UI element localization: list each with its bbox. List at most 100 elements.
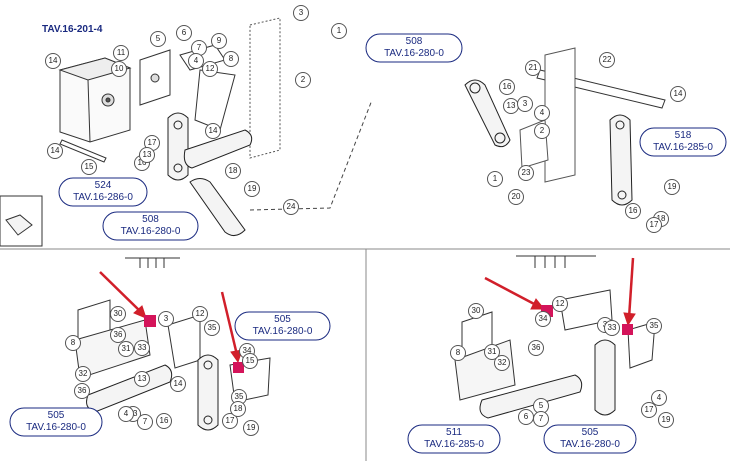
callout-bubble: 18	[230, 401, 246, 417]
arrow-br-1	[484, 276, 546, 310]
assy-511-code: TAV.16-285-0	[424, 439, 484, 450]
callout-bubble: 8	[223, 51, 239, 67]
assy-518-num: 518	[674, 130, 692, 141]
bracket-assembly-left	[74, 319, 151, 379]
callout-bubble: 31	[118, 341, 134, 357]
callout-bubble: 19	[664, 179, 680, 195]
assy-524-code: TAV.16-286-0	[73, 192, 133, 203]
highlight-br-2	[622, 324, 633, 335]
callout-bubble: 4	[118, 406, 134, 422]
assy-508-right-code: TAV.16-280-0	[384, 48, 444, 59]
callout-bubble: 30	[468, 303, 484, 319]
callout-bubble: 3	[517, 96, 533, 112]
highlight-bl-2	[233, 362, 244, 373]
frame-column	[249, 17, 281, 159]
callout-bubble: 11	[113, 45, 129, 61]
assy-505-top-num: 505	[274, 314, 291, 325]
callout-bubble: 30	[110, 306, 126, 322]
callout-bubble: 22	[599, 52, 615, 68]
assy-505-bottom-num: 505	[47, 410, 65, 421]
callout-bubble: 33	[604, 320, 620, 336]
callout-bubble: 32	[75, 366, 91, 382]
callout-bubble: 20	[508, 189, 524, 205]
assy-505-right-num: 505	[581, 427, 599, 438]
inset-box	[0, 195, 43, 247]
arrow-bl-1	[99, 271, 147, 319]
callout-bubble: 17	[222, 413, 238, 429]
chain-arm-508-left	[183, 129, 253, 236]
callout-bubble: 12	[552, 296, 568, 312]
assy-505-top-code: TAV.16-280-0	[252, 326, 313, 337]
callout-bubble: 34	[535, 311, 551, 327]
callout-bubble: 32	[494, 355, 510, 371]
shaft-15	[59, 139, 107, 163]
callout-bubble: 24	[283, 199, 299, 215]
callout-bubble: 12	[202, 61, 218, 77]
assy-518-code: TAV.16-285-0	[653, 142, 713, 153]
assembly-pills	[9, 33, 727, 454]
assy-508-left-num: 508	[142, 214, 159, 225]
callout-bubble: 14	[47, 143, 63, 159]
arrow-br-2	[623, 257, 636, 327]
callout-bubble: 13	[139, 147, 155, 163]
callout-bubble: 17	[646, 217, 662, 233]
callout-bubble: 6	[176, 25, 192, 41]
callout-bubble: 36	[74, 383, 90, 399]
callout-bubble: 18	[225, 163, 241, 179]
callout-bubble: 17	[641, 402, 657, 418]
assy-505-right-code: TAV.16-280-0	[560, 439, 620, 450]
callout-bubble: 3	[158, 311, 174, 327]
chain-arm-505-right	[594, 339, 616, 416]
callout-bubble: 8	[450, 345, 466, 361]
callout-bubble: 9	[211, 33, 227, 49]
callout-bubble: 10	[111, 61, 127, 77]
callout-bubble: 14	[670, 86, 686, 102]
callout-bubble: 8	[65, 335, 81, 351]
callout-bubble: 35	[646, 318, 662, 334]
chain-arm-511	[479, 374, 583, 419]
assy-511-num: 511	[446, 427, 462, 438]
highlight-markers	[144, 305, 633, 373]
callout-bubble: 36	[110, 327, 126, 343]
callout-bubble: 15	[81, 159, 97, 175]
callout-bubble: 19	[244, 181, 260, 197]
callout-bubble: 6	[518, 409, 534, 425]
callout-bubble: 4	[534, 105, 550, 121]
title-code: TAV.16-201-4	[42, 24, 103, 35]
callout-bubble: 14	[205, 123, 221, 139]
highlight-bl-1	[144, 315, 156, 327]
callout-bubble: 21	[525, 60, 541, 76]
callout-bubble: 36	[528, 340, 544, 356]
callout-bubble: 7	[137, 414, 153, 430]
callout-bubble: 14	[45, 53, 61, 69]
callout-bubble: 15	[242, 353, 258, 369]
callout-bubble: 2	[534, 123, 550, 139]
callout-bubble: 14	[170, 376, 186, 392]
dashed-link-line	[249, 99, 373, 211]
callout-bubble: 4	[188, 53, 204, 69]
callout-bubble: 23	[518, 165, 534, 181]
callout-bubble: 7	[191, 40, 207, 56]
chain-arm-508-right	[464, 79, 511, 148]
callout-bubble: 4	[651, 390, 667, 406]
callout-bubble: 1	[331, 23, 347, 39]
callout-bubble: 12	[192, 306, 208, 322]
callout-bubble: 19	[658, 412, 674, 428]
callout-bubble: 13	[134, 371, 150, 387]
drawbar-header-right	[516, 255, 596, 268]
callout-bubble: 19	[243, 420, 259, 436]
assy-505-bottom-code: TAV.16-280-0	[26, 422, 86, 433]
chain-arm-524	[167, 112, 189, 181]
bracket-11	[139, 49, 171, 106]
callout-bubble: 16	[625, 203, 641, 219]
assy-508-left-code: TAV.16-280-0	[120, 226, 181, 237]
callout-bubble: 7	[533, 411, 549, 427]
callout-bubble: 16	[499, 79, 515, 95]
chain-arm-505-upper	[197, 354, 219, 431]
chain-arm-518	[609, 114, 633, 206]
assy-508-right-num: 508	[405, 36, 423, 47]
callout-bubble: 3	[293, 5, 309, 21]
callout-bubble: 2	[295, 72, 311, 88]
callout-bubble: 33	[134, 340, 150, 356]
drawbar-header-left	[125, 257, 180, 268]
